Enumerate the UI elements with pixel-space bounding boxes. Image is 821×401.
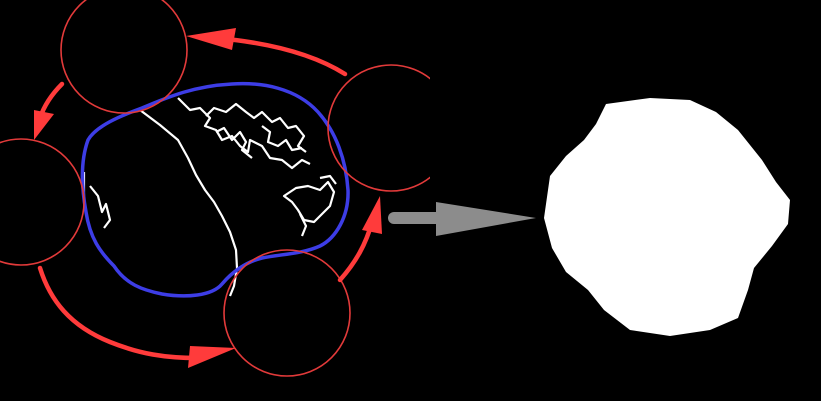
edge-stub-lower: [299, 213, 308, 237]
edge-lines: [82, 97, 337, 297]
filled-blob: [544, 98, 790, 336]
arrowhead-top: [186, 28, 236, 50]
edge-line-upper-branch: [177, 97, 311, 170]
right-arrow-icon: [436, 202, 536, 236]
probe-circle-left: [0, 138, 85, 266]
probe-circle-bottom: [223, 249, 351, 377]
arrowhead-bottom: [188, 346, 236, 368]
arrowhead-left: [34, 110, 54, 140]
edge-cluster-1: [205, 102, 307, 153]
arrowhead-right: [362, 196, 382, 234]
edge-cluster-2: [215, 126, 253, 159]
probe-circle-right: [327, 64, 430, 192]
transform-arrow: [388, 202, 536, 236]
edge-line-main: [139, 109, 239, 297]
left-panel: [0, 0, 430, 377]
boundary-contour: [80, 81, 350, 298]
edge-stub-right: [319, 174, 337, 185]
rotation-arrow-bottom: [37, 265, 201, 361]
probe-circle-top: [60, 0, 188, 114]
edge-loop-right: [282, 180, 336, 224]
rotation-arrow-top: [213, 35, 348, 77]
edge-cluster-3: [261, 125, 303, 152]
probe-circles: [0, 0, 430, 377]
rotation-arrowheads: [34, 28, 382, 368]
